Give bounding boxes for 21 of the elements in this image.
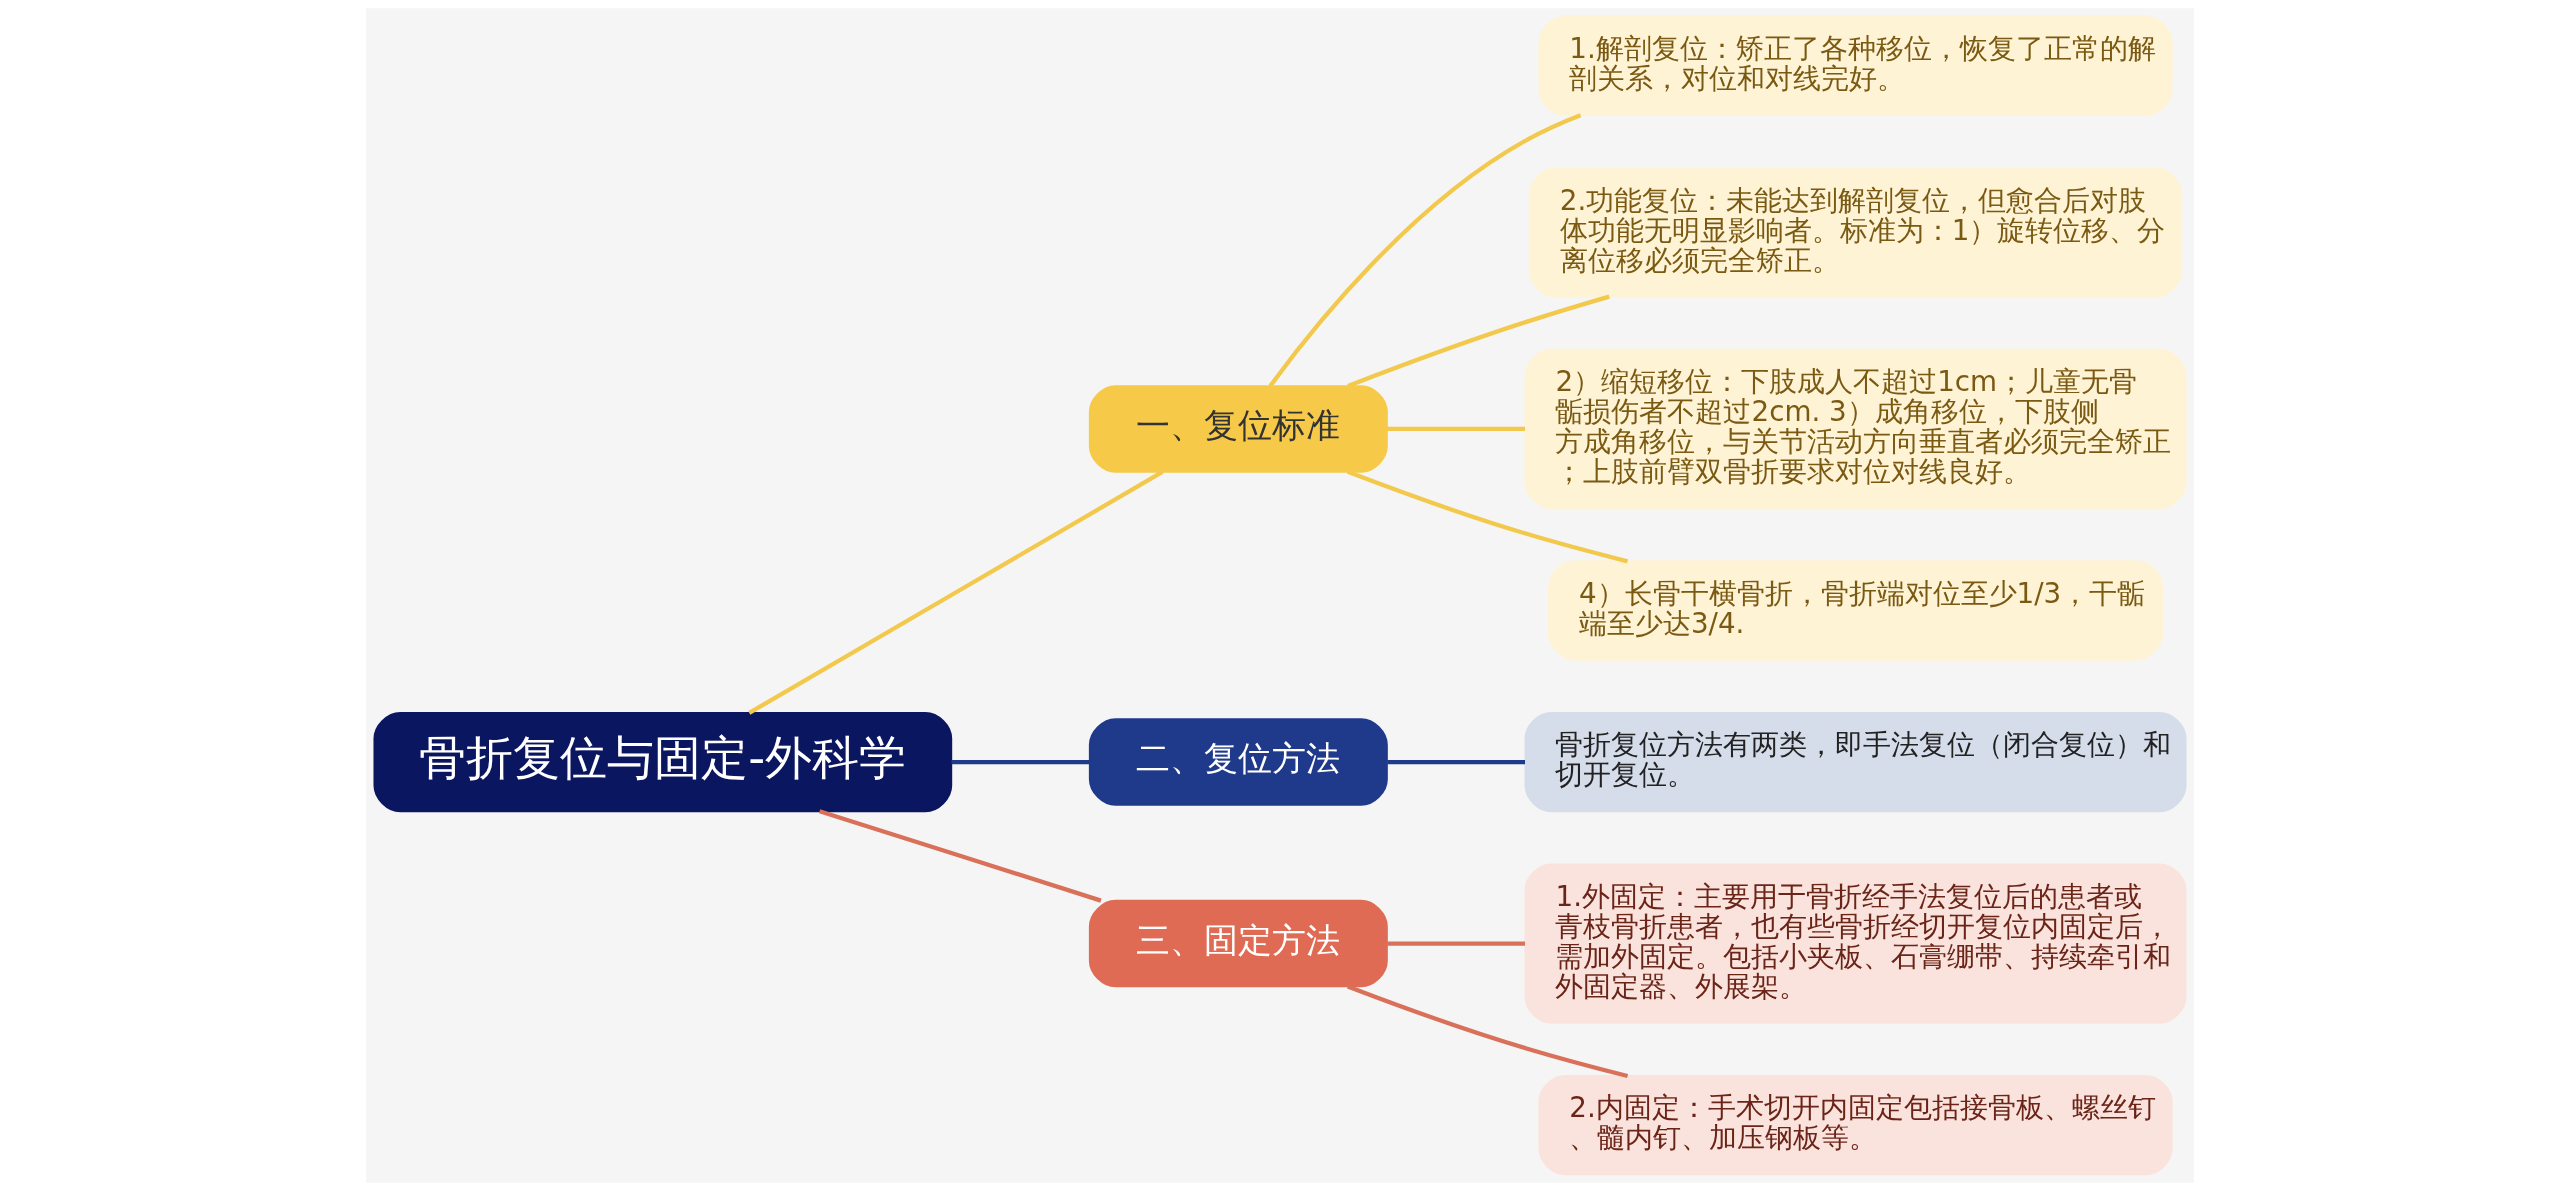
connector (1387, 759, 1525, 765)
node-box: 2.功能复位：未能达到解剖复位，但愈合后对肢体功能无明显影响者。标准为：1）旋转位移、分离位移必须完全矫正。 (1528, 167, 2183, 298)
connector (1347, 294, 1610, 389)
connector (1387, 941, 1525, 946)
connector (748, 470, 1164, 715)
node-box: 骨折复位与固定-外科学 (373, 711, 953, 813)
node-box: 1.外固定：主要用于骨折经手法复位后的患者或青枝骨折患者，也有些骨折经切开复位内固定后，需加外固定。包括小夹板、石膏绷带、持续牵引和外固定器、外展架。 (1524, 863, 2187, 1024)
node-box: 1.解剖复位：矫正了各种移位，恢复了正常的解剖关系，对位和对线完好。 (1538, 15, 2173, 117)
node-box: 一、复位标准 (1088, 385, 1388, 473)
node-box: 三、固定方法 (1088, 899, 1388, 988)
connector (951, 759, 1090, 765)
connector (1268, 113, 1582, 388)
node-box: 骨折复位方法有两类，即手法复位（闭合复位）和切开复位。 (1524, 711, 2187, 813)
connector (818, 809, 1102, 903)
connector (1387, 426, 1525, 432)
node-box: 二、复位方法 (1088, 718, 1388, 806)
connector (1347, 984, 1629, 1079)
node-box: 2）缩短移位：下肢成人不超过1cm；儿童无骨骺损伤者不超过2cm. 3）成角移位，下肢侧方成角移位，与关节活动方向垂直者必须完全矫正；上肢前臂双骨折要求对位对线良好。 (1524, 348, 2187, 509)
node-box: 2.内固定：手术切开内固定包括接骨板、螺丝钉、髓内钉、加压钢板等。 (1538, 1074, 2173, 1176)
node-box: 4）长骨干横骨折，骨折端对位至少1/3，干骺端至少达3/4. (1548, 560, 2164, 661)
connector (1347, 469, 1629, 564)
